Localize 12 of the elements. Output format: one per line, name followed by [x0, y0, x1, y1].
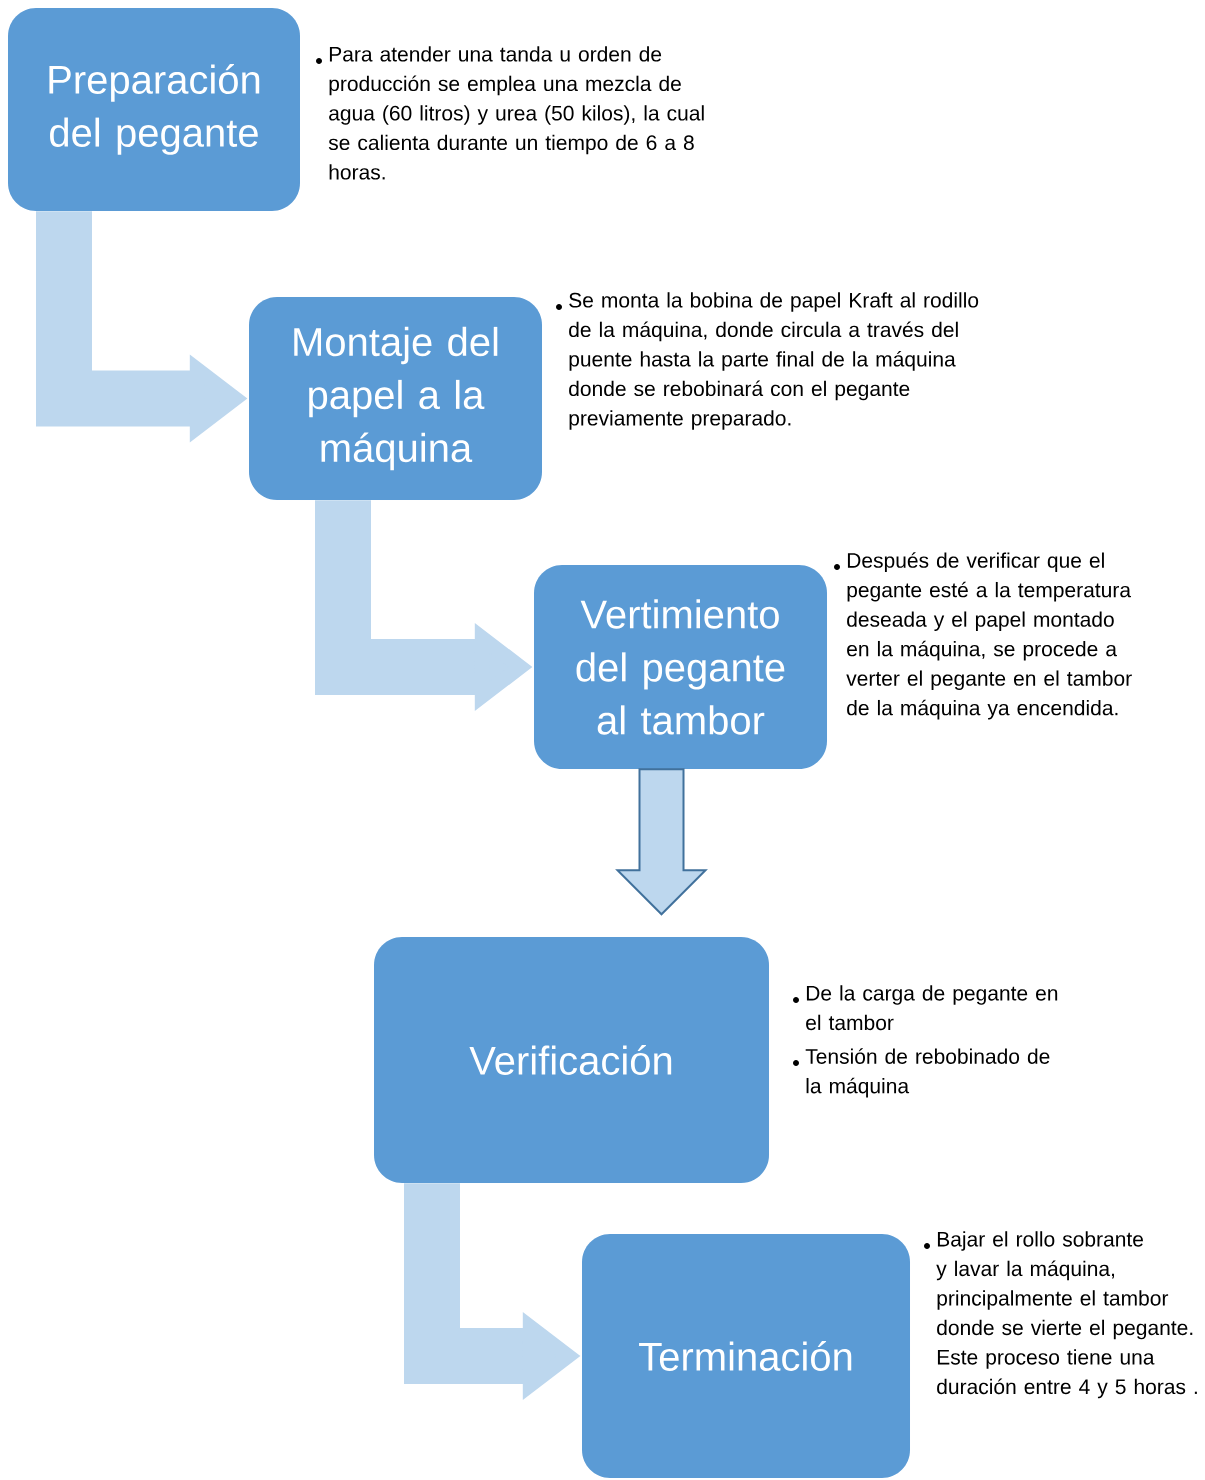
process-box: Vertimiento del pegante al tambor	[534, 565, 827, 769]
process-box: Preparación del pegante	[8, 8, 300, 211]
bullet-text: Bajar el rollo sobrante y lavar la máquina, principalmente el tambor donde se vierte el pegante. Este proceso tiene una duración entre 4 y 5 horas .	[936, 1231, 1197, 1399]
bullet-text: Después de verificar que el pegante esté a la temperatura deseada y el papel montado en la máquina, se procede a verter el pegante en el tambor de la máquina ya encendida.	[846, 552, 1132, 720]
process-box: Montaje del papel a la máquina	[249, 297, 542, 500]
bullet-text: Tensión de rebobinado de la máquina	[805, 1048, 1050, 1098]
process-box: Terminación	[582, 1234, 910, 1478]
down-arrow	[615, 768, 708, 916]
bullet-text: De la carga de pegante en el tambor	[806, 985, 1058, 1031]
bullet-text: Se monta la bobina de papel Kraft al rodillo de la máquina, donde circula a través del puente hasta la parte final de la máquina donde se rebobinará con el pegante previamente preparado.	[569, 292, 979, 430]
bullet-text: Para atender una tanda u orden de producción se emplea una mezcla de agua (60 litros) y urea (50 kilos), la cual se calienta durante un tiempo de 6 a 8 horas.	[328, 46, 704, 180]
process-box: Verificación	[374, 937, 769, 1183]
